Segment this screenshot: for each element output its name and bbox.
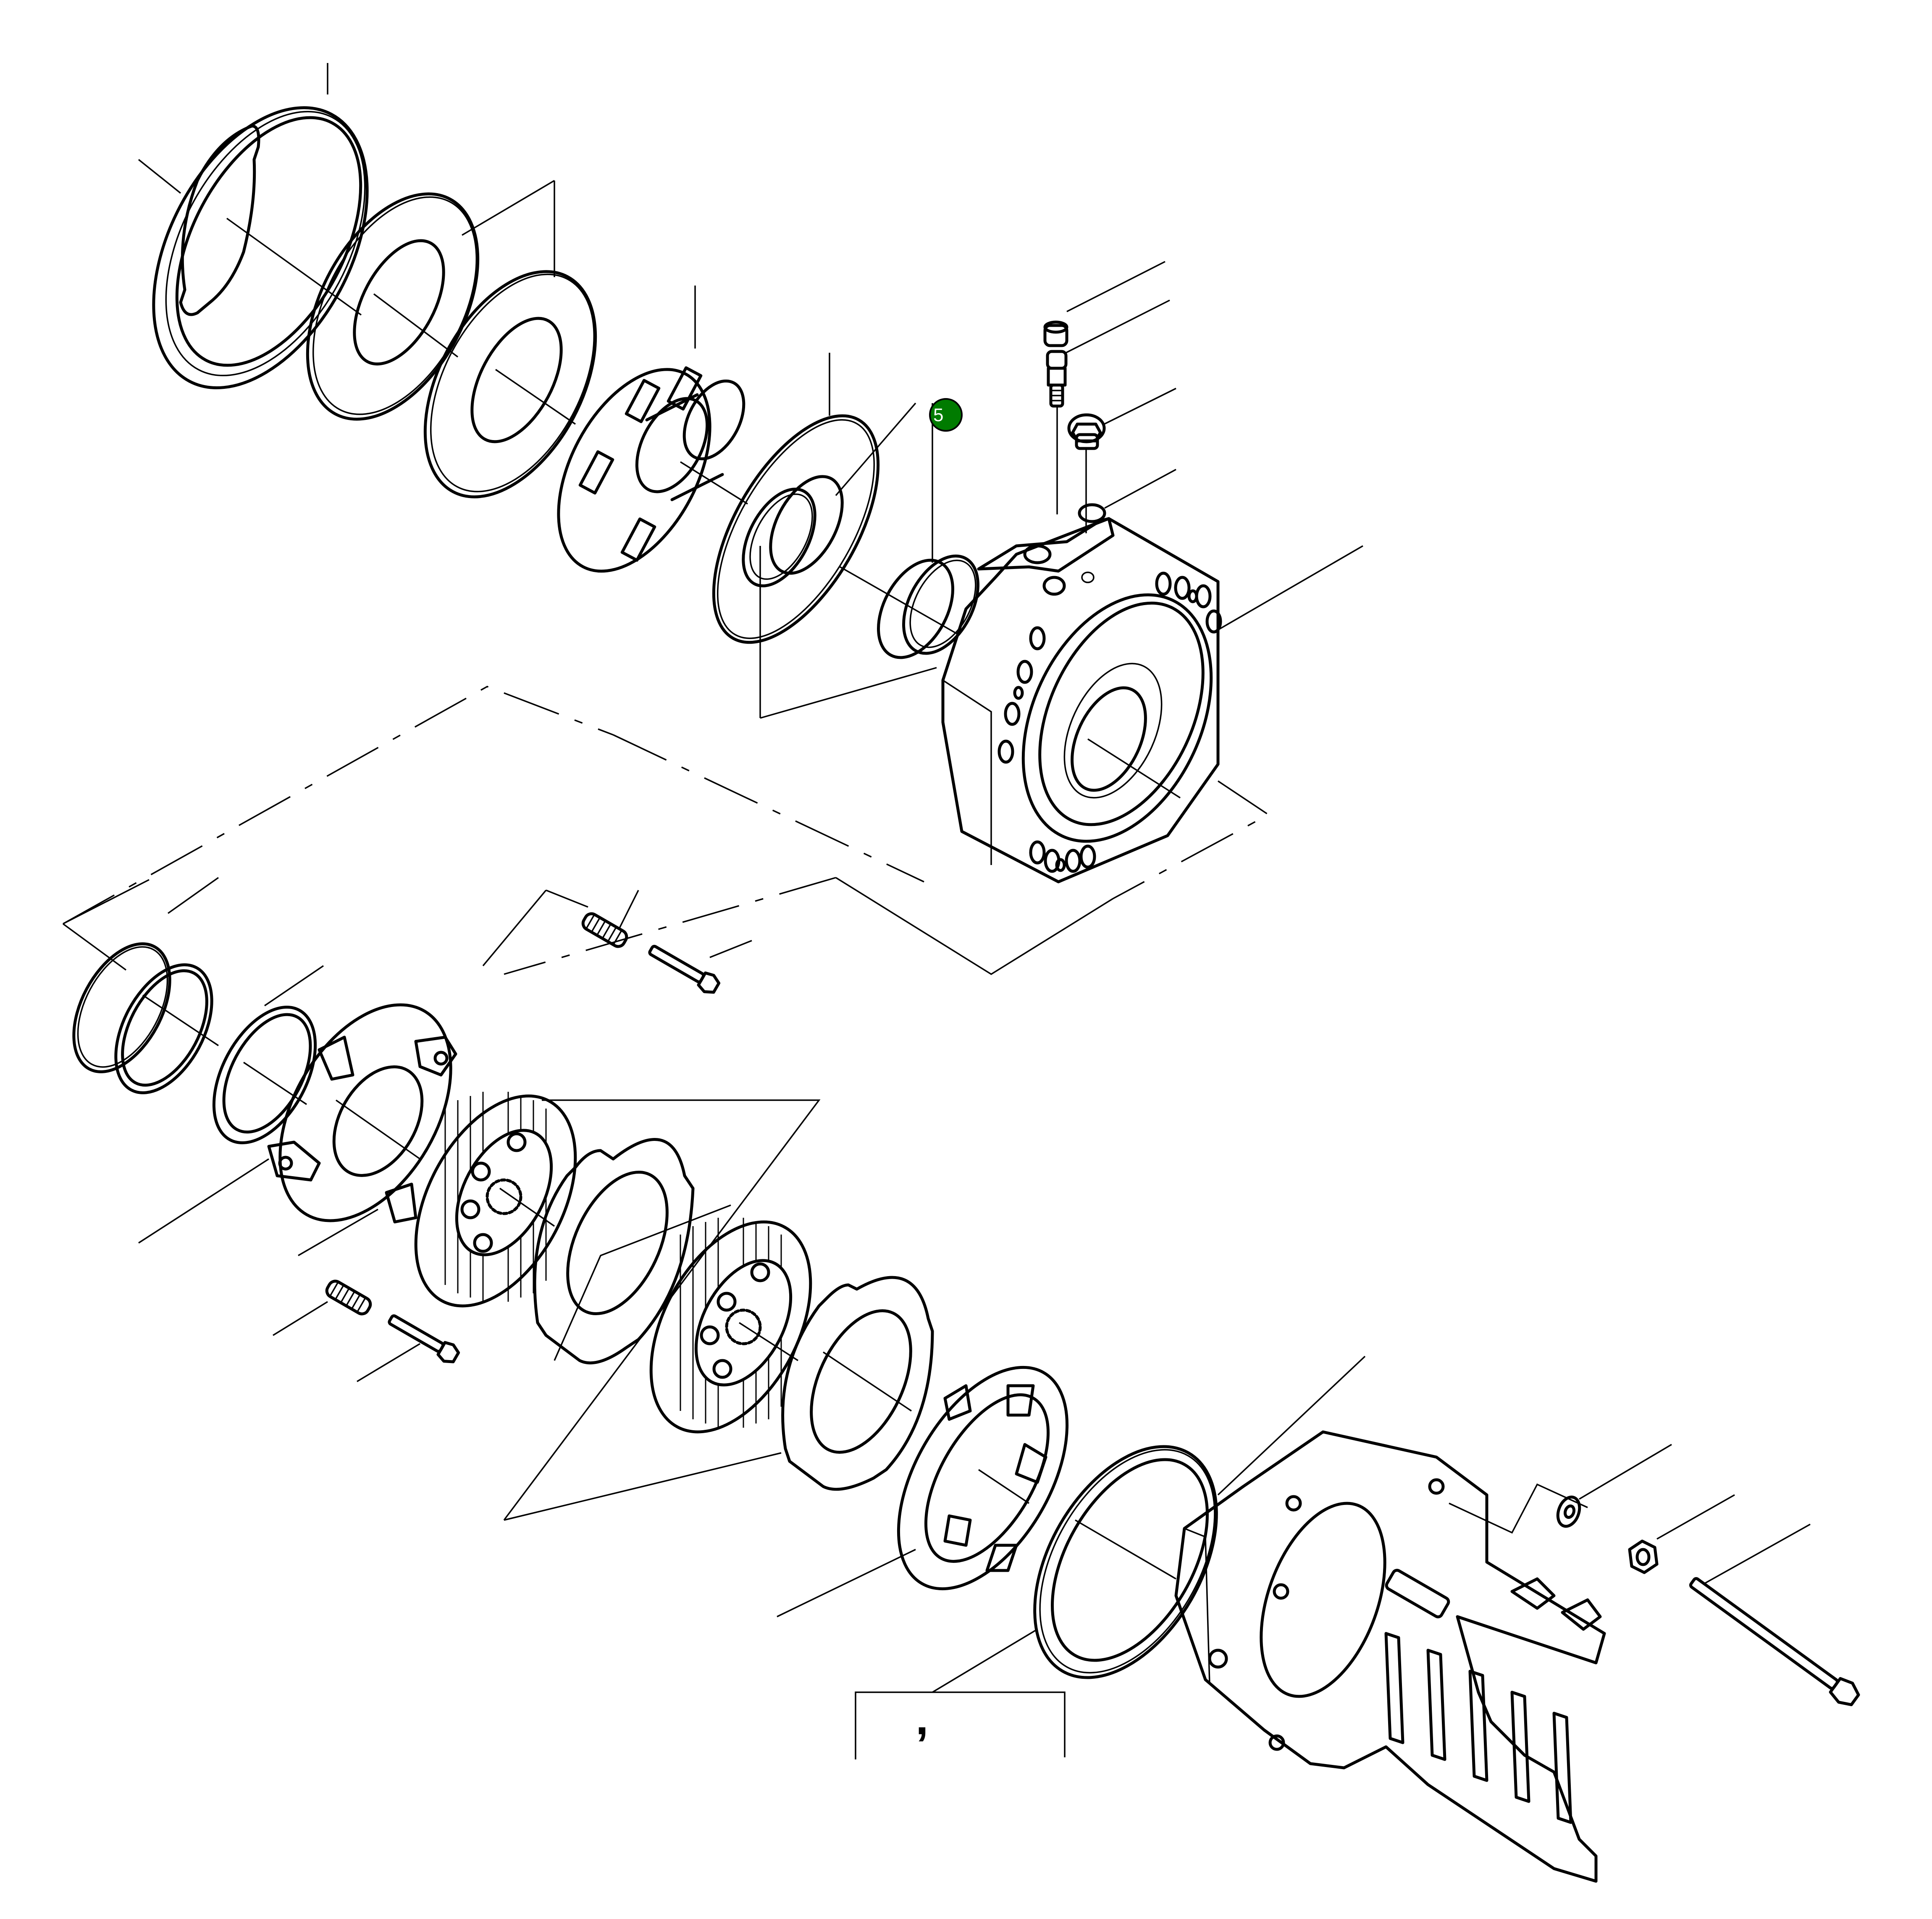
cap[interactable] [1043,261,1166,347]
piston-plate[interactable] [138,975,486,1250]
nut[interactable] [1628,1494,1735,1574]
lock-plate-top[interactable] [110,63,411,424]
bottom-label: , [916,1693,929,1744]
upper-housing[interactable] [941,517,1363,883]
thrust-washer-1[interactable] [273,165,555,448]
hub-flange[interactable] [527,286,756,596]
spring-upper[interactable] [482,889,639,967]
spring-lower[interactable] [273,1209,378,1336]
axle-housing[interactable] [1174,1355,1606,1883]
shim-ring[interactable] [932,1415,1254,1709]
washer[interactable] [1554,1444,1672,1529]
seal-ring[interactable] [760,403,993,719]
large-o-ring[interactable] [680,353,911,669]
separator-plate-2[interactable] [504,1276,934,1521]
seal-ring-lower[interactable] [193,965,336,1159]
long-bolt[interactable] [1686,1523,1862,1709]
bolt-lower[interactable] [357,1311,461,1382]
spacer-ring[interactable] [777,1339,1102,1618]
snap-ring[interactable] [54,879,190,1088]
friction-disc-1[interactable] [383,1069,608,1332]
plug-o-ring[interactable] [1078,469,1176,523]
label-bracket: , [855,1691,1066,1759]
plug[interactable] [1067,388,1176,533]
retaining-ring[interactable] [96,877,232,1109]
callout-5-number: 5 [933,405,943,425]
friction-disc-2[interactable] [503,1099,843,1521]
dash-boundary [63,686,1270,975]
separator-plate-1[interactable] [533,1138,731,1365]
pin[interactable] [1046,299,1170,514]
thrust-washer-2[interactable] [390,181,630,525]
callout-5[interactable]: 5 [929,398,963,432]
bolt-upper[interactable] [546,889,752,996]
small-o-ring[interactable] [729,402,916,718]
